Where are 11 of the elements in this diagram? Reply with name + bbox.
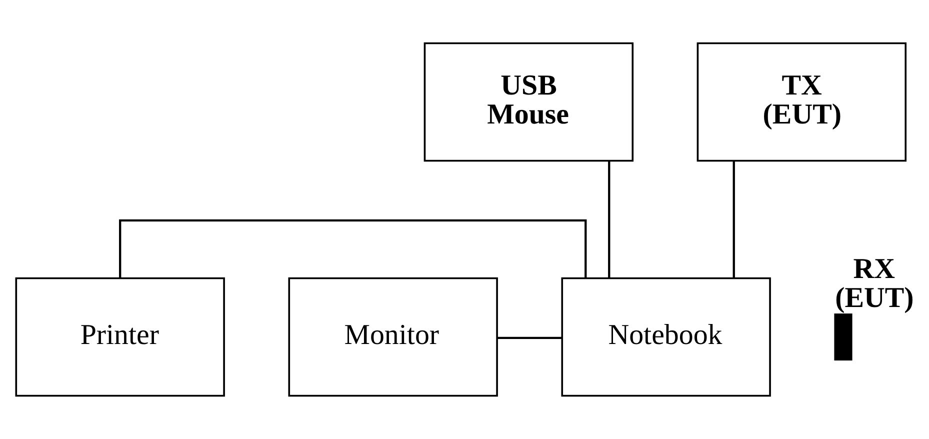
node-box: Notebook [561,277,771,397]
node-box: Monitor [288,277,498,397]
connector [119,219,587,278]
node-box: TX (EUT) [696,42,907,162]
connector [732,161,735,278]
node-box: Printer [15,277,225,397]
node-box: USB Mouse [424,42,634,162]
connector [497,336,562,339]
node-bar [834,314,852,361]
connector [608,161,610,278]
node-label: RX (EUT) [835,252,914,314]
